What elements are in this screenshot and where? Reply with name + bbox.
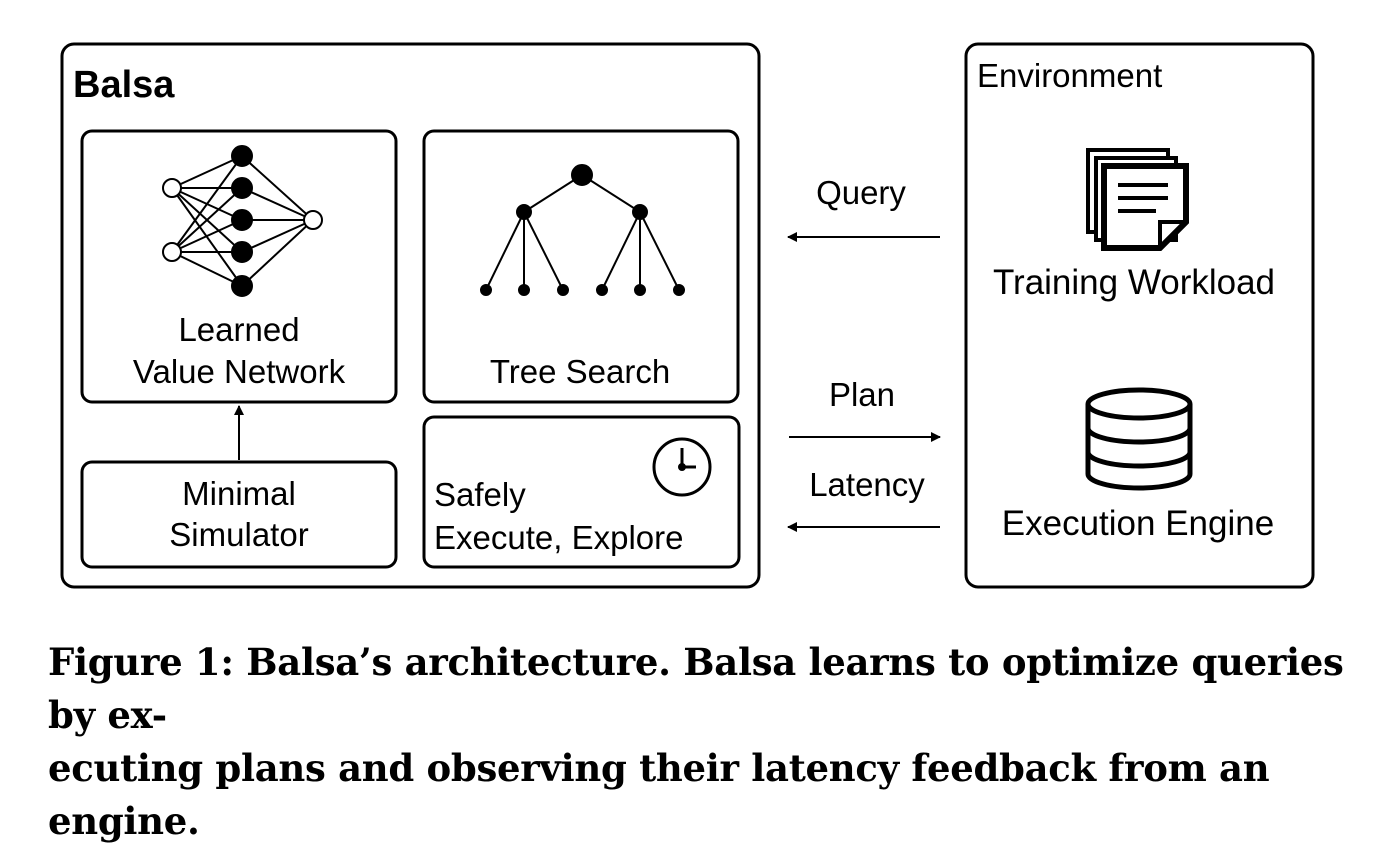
latency-arrow-group: Latency [787, 466, 940, 532]
architecture-diagram: Balsa [60, 42, 1315, 589]
tree-search-box: Tree Search [422, 129, 740, 404]
environment-title: Environment [977, 57, 1162, 94]
query-label: Query [816, 174, 906, 211]
value-network-label-line2: Value Network [133, 353, 346, 390]
simulator-label-line2: Simulator [169, 516, 308, 553]
safe-execute-label-line1: Safely [434, 476, 526, 513]
query-arrow-group: Query [787, 174, 940, 242]
execution-engine-label: Execution Engine [1002, 504, 1274, 543]
caption-line-2: ecuting plans and observing their latenc… [48, 746, 1270, 843]
plan-label: Plan [829, 376, 895, 413]
database-icon [1085, 387, 1193, 491]
simulator-box: Minimal Simulator [80, 460, 398, 569]
environment-box: Environment Training Workload Execution … [964, 42, 1315, 589]
training-workload-label: Training Workload [993, 263, 1275, 302]
balsa-title: Balsa [73, 64, 175, 106]
tree-search-label: Tree Search [490, 353, 670, 390]
tree-icon [480, 164, 685, 296]
simulator-label-line1: Minimal [182, 475, 296, 512]
balsa-box: Balsa [60, 42, 761, 589]
caption-line-1: Figure 1: Balsa’s architecture. Balsa le… [48, 640, 1344, 737]
value-network-box: Learned Value Network [80, 129, 398, 404]
neural-network-icon [162, 145, 323, 297]
documents-icon [1086, 148, 1189, 251]
value-network-label-line1: Learned [178, 311, 299, 348]
safe-execute-label-line2: Execute, Explore [434, 519, 683, 556]
plan-arrow-group: Plan [789, 376, 941, 442]
latency-label: Latency [809, 466, 925, 503]
clock-icon [652, 437, 712, 497]
figure-caption: Figure 1: Balsa’s architecture. Balsa le… [48, 636, 1348, 848]
safe-execute-box: Safely Execute, Explore [422, 415, 741, 569]
